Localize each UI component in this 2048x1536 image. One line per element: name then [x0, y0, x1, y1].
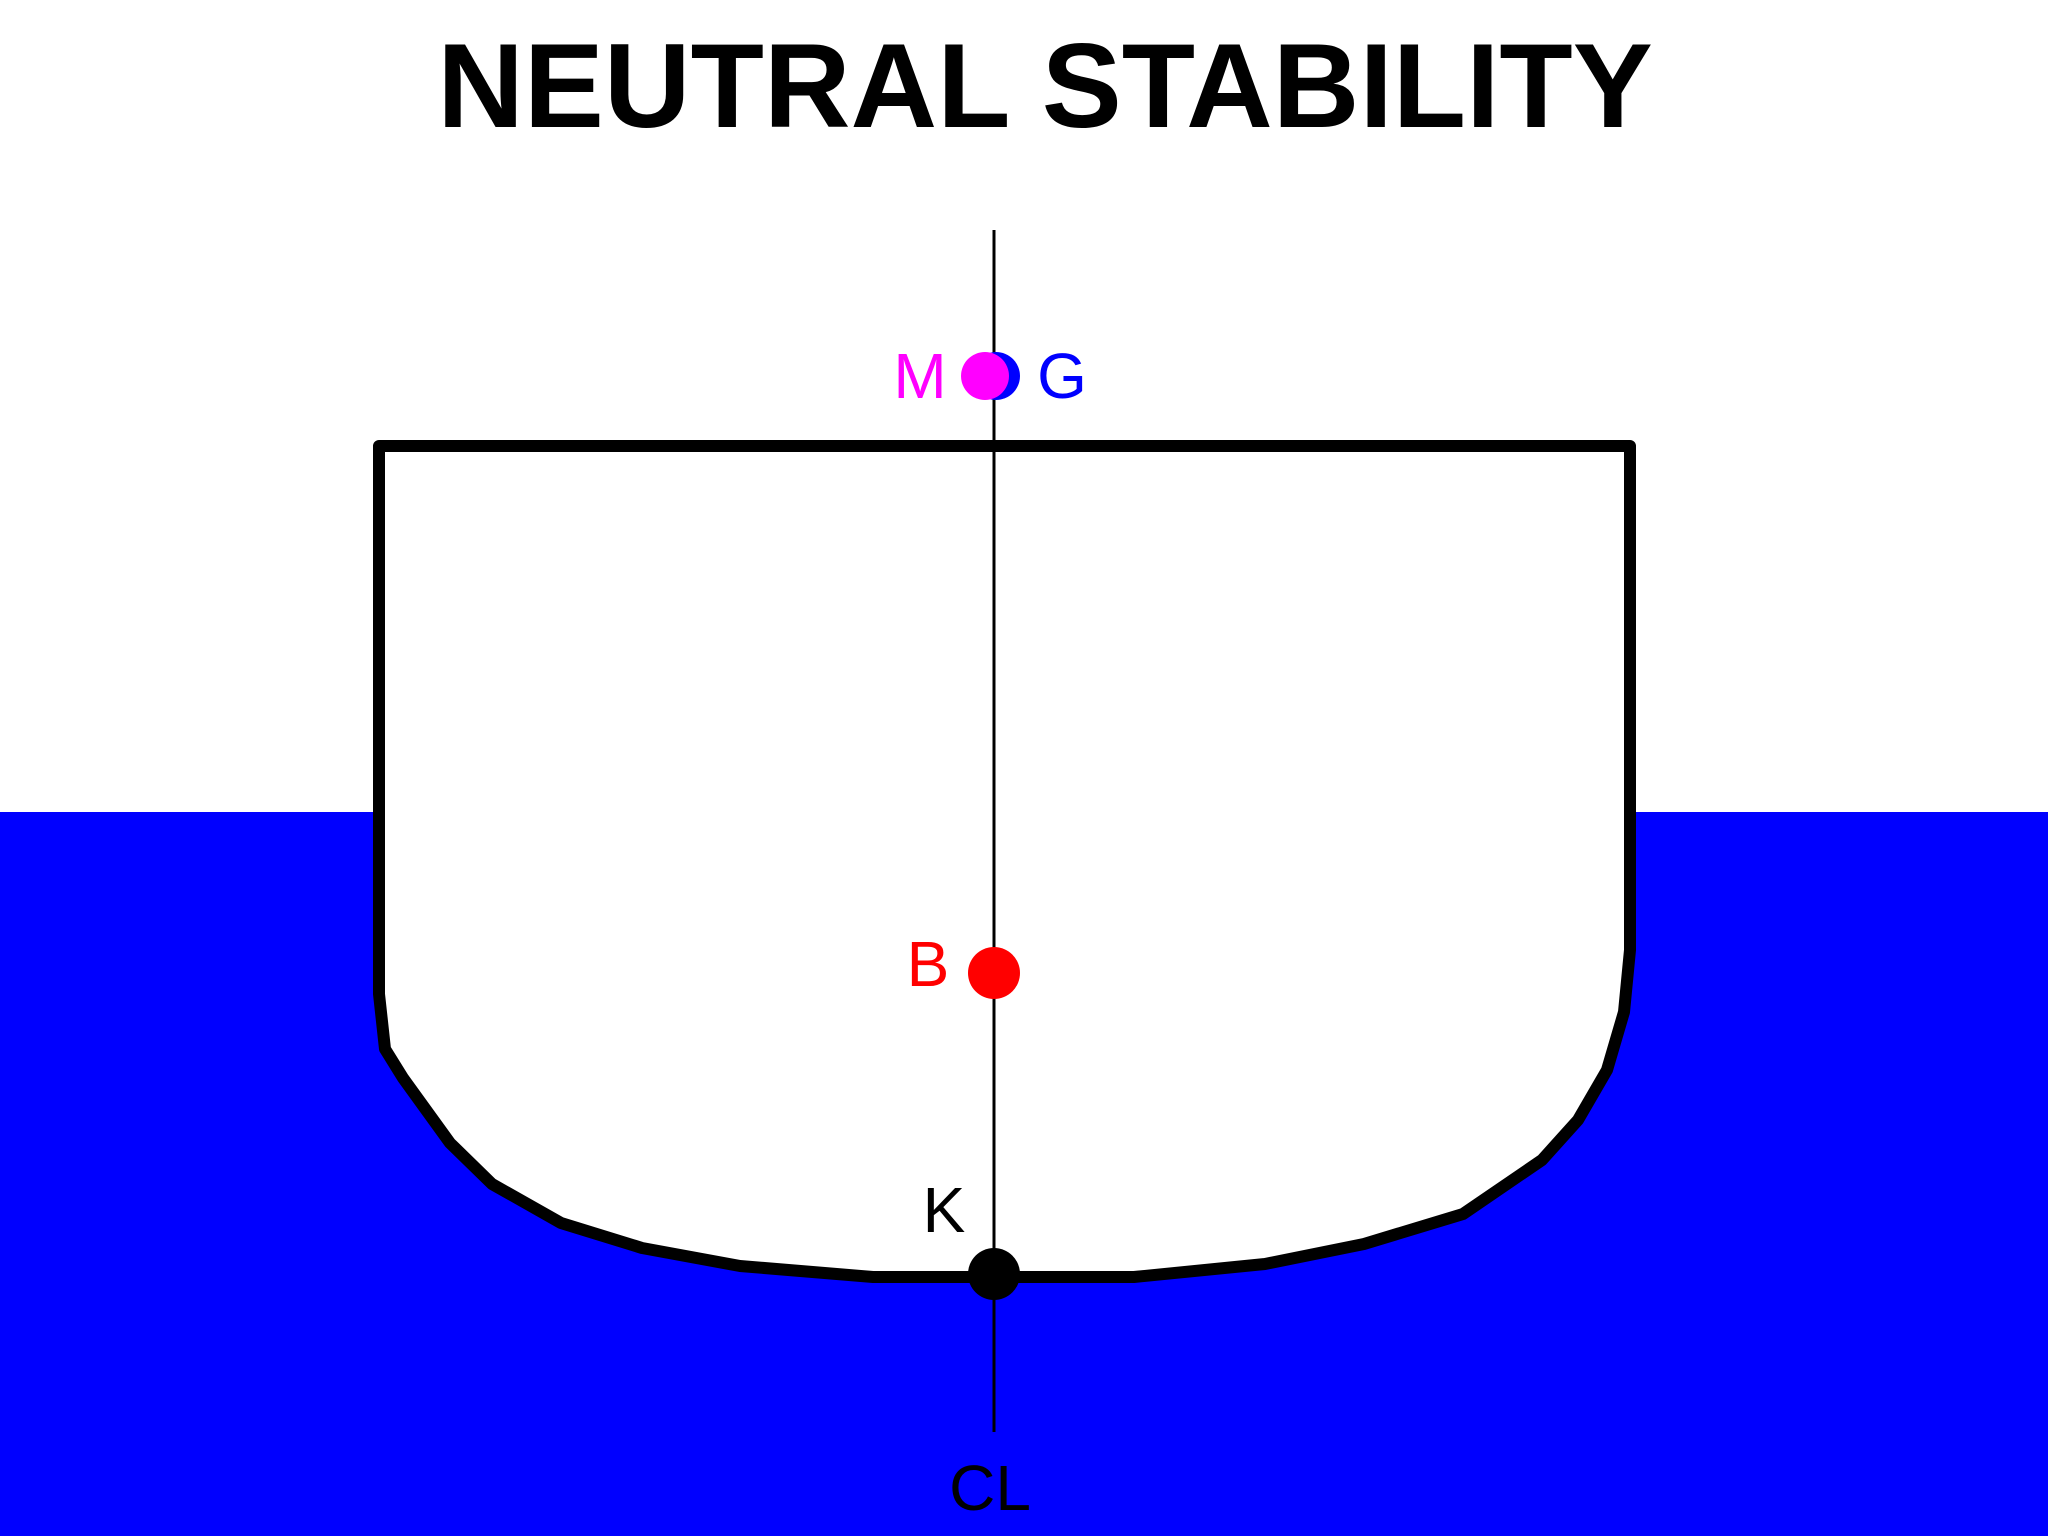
g-point-label: G [1037, 340, 1087, 412]
ship-hull [373, 440, 1636, 1283]
centerline-label: CL [949, 1452, 1031, 1524]
m-point-label: M [893, 340, 946, 412]
k-point-marker [968, 1248, 1020, 1300]
b-point-label: B [907, 928, 950, 1000]
k-point-label: K [923, 1174, 966, 1246]
m-point-marker [961, 352, 1009, 400]
diagram-title: NEUTRAL STABILITY [437, 19, 1653, 153]
b-point-marker [968, 947, 1020, 999]
